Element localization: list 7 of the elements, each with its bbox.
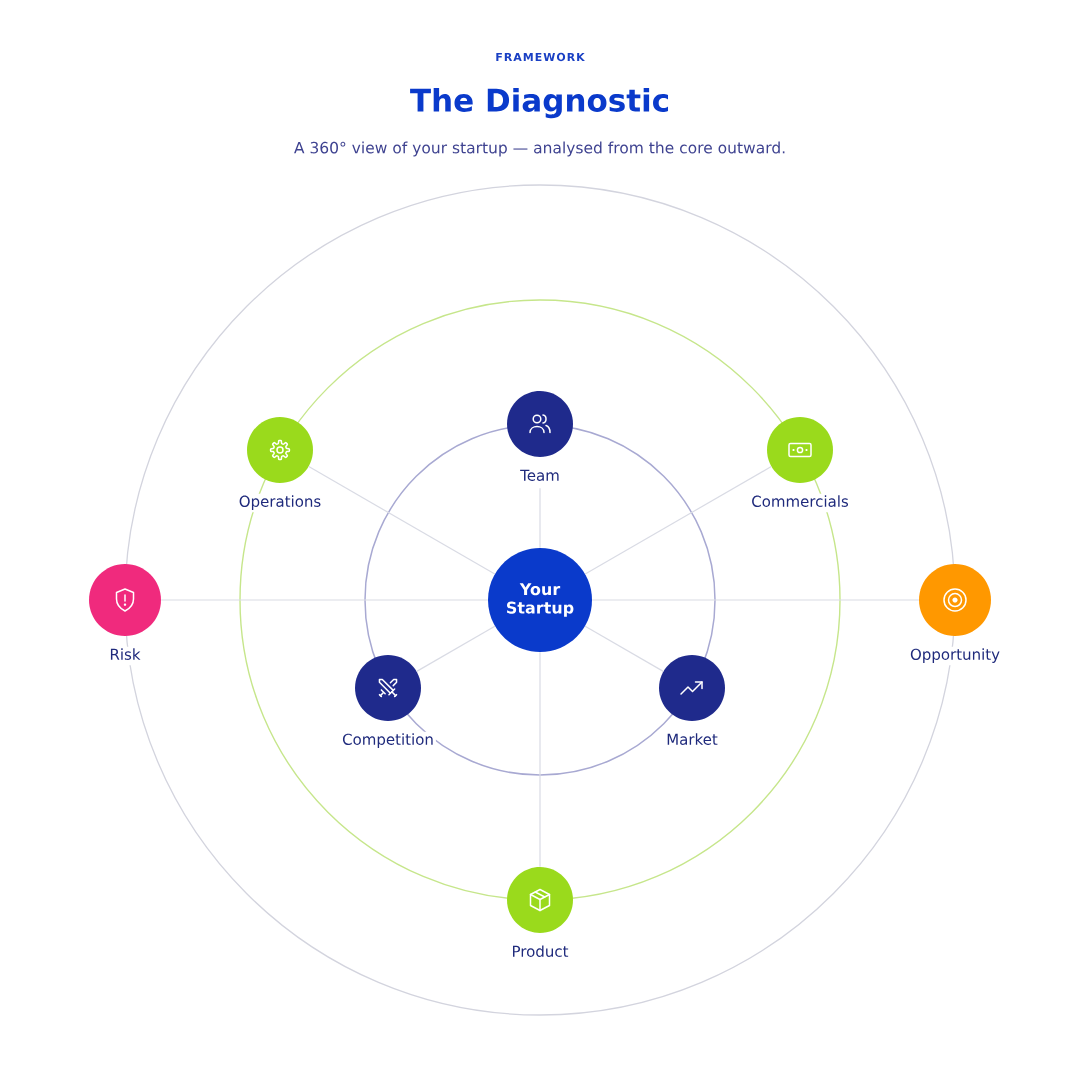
spoke-line [416, 625, 496, 672]
eyebrow-text: FRAMEWORK [496, 52, 585, 62]
spoke-line [308, 466, 496, 575]
title: The Diagnostic [410, 87, 668, 119]
subtitle: A 360° view of your startup — analysed from the core outward. [294, 141, 785, 157]
spoke-line [584, 625, 664, 672]
spoke-line [584, 466, 772, 575]
